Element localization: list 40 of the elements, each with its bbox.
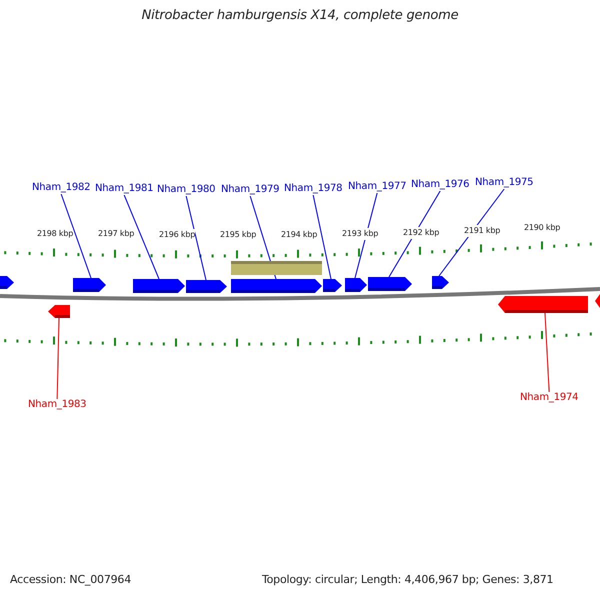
gene-feature xyxy=(595,294,600,308)
leader-line xyxy=(186,196,206,280)
scale-label: 2194 kbp xyxy=(281,229,318,241)
gene-feature xyxy=(133,279,185,293)
gene-feature xyxy=(345,278,367,292)
scale-label: 2192 kbp xyxy=(403,227,440,239)
scale-label: 2197 kbp xyxy=(98,228,134,240)
gene-label: Nham_1978 xyxy=(284,183,342,195)
gene-feature xyxy=(498,296,588,313)
gene-label: Nham_1980 xyxy=(157,184,216,196)
accession-text: Accession: NC_007964 xyxy=(10,574,132,586)
scale-label: 2193 kbp xyxy=(342,228,378,240)
gene-label: Nham_1974 xyxy=(520,392,578,404)
genome-info-text: Topology: circular; Length: 4,406,967 bp; Genes: 3,871 xyxy=(262,574,554,586)
gene-feature xyxy=(73,278,106,292)
scale-label: 2190 kbp xyxy=(524,222,560,234)
gene-label: Nham_1983 xyxy=(28,399,86,411)
gene-label: Nham_1975 xyxy=(475,177,534,189)
leader-line xyxy=(312,194,332,280)
gene-label: Nham_1982 xyxy=(32,182,90,194)
gene-feature xyxy=(0,276,14,289)
leader-line xyxy=(60,194,92,278)
gene-feature xyxy=(186,280,227,293)
gene-feature xyxy=(432,276,449,289)
leader-line xyxy=(56,318,60,400)
gene-label: Nham_1981 xyxy=(95,183,154,195)
feature-bar xyxy=(231,261,322,275)
gene-feature xyxy=(48,305,70,318)
gene-label: Nham_1979 xyxy=(221,184,280,196)
gene-feature xyxy=(323,279,342,292)
scale-label: 2196 kbp xyxy=(159,229,196,241)
leader-line xyxy=(124,194,160,280)
gene-label: Nham_1976 xyxy=(411,179,470,191)
scale-label: 2198 kbp xyxy=(37,228,74,240)
scale-label: 2191 kbp xyxy=(464,225,500,237)
leader-line xyxy=(388,190,441,278)
scale-label: 2195 kbp xyxy=(220,229,256,241)
leader-line xyxy=(354,192,378,278)
leader-line xyxy=(544,312,550,392)
gene-label: Nham_1977 xyxy=(348,181,406,193)
